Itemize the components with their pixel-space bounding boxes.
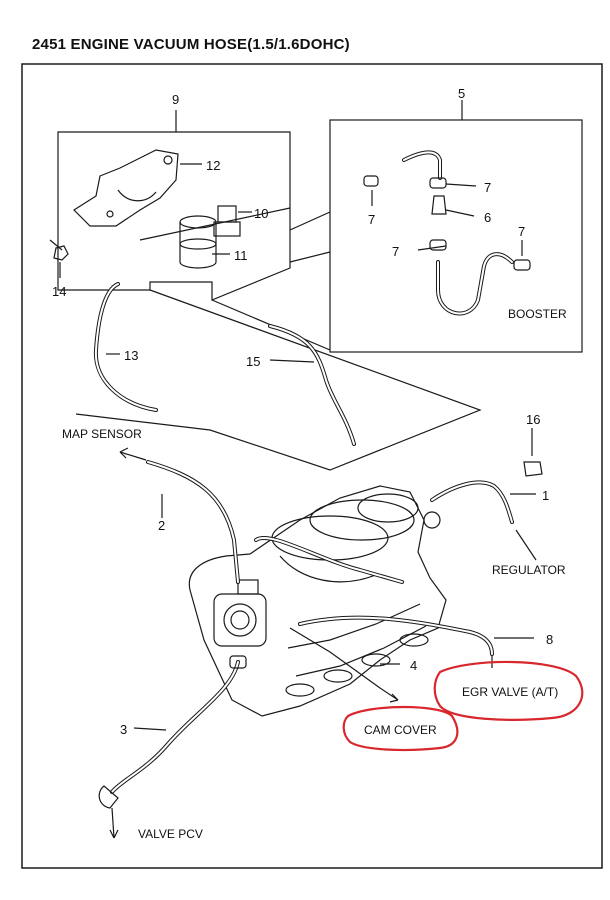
callout-8: 8 — [546, 632, 553, 647]
callout-11: 11 — [234, 248, 248, 263]
valve-pcv-label: VALVE PCV — [138, 827, 203, 841]
clip-part-16 — [523, 428, 543, 477]
egr-valve-label: EGR VALVE (A/T) — [462, 685, 558, 699]
diagram-title: 2451 ENGINE VACUUM HOSE(1.5/1.6DOHC) — [32, 36, 350, 53]
callout-13: 13 — [124, 348, 138, 363]
solenoid-part-10 — [213, 205, 241, 237]
callout-14: 14 — [52, 284, 66, 299]
callout-15: 15 — [246, 354, 260, 369]
callout-3: 3 — [120, 722, 127, 737]
hose-part-8 — [298, 615, 534, 668]
map-sensor-label: MAP SENSOR — [62, 427, 142, 441]
nut-part-14 — [49, 239, 69, 278]
callout-7c: 7 — [518, 224, 525, 239]
leader-lines — [211, 211, 331, 351]
hose-part-1 — [430, 480, 537, 561]
callout-7b: 7 — [392, 244, 399, 259]
canister-part-11 — [179, 215, 217, 269]
hose-part-4 — [254, 536, 404, 703]
callout-12: 12 — [206, 158, 220, 173]
egr-valve-highlight — [433, 660, 584, 721]
callout-4: 4 — [410, 658, 417, 673]
callout-9: 9 — [172, 92, 179, 107]
callout-7a: 7 — [484, 180, 491, 195]
cam-cover-highlight — [342, 705, 459, 752]
cam-cover-label: CAM COVER — [364, 723, 437, 737]
leader-lines-lower — [75, 289, 482, 471]
callout-2: 2 — [158, 518, 165, 533]
bracket-part-12 — [73, 149, 179, 227]
callout-6: 6 — [484, 210, 491, 225]
callout-7d: 7 — [368, 212, 375, 227]
booster-hose-assembly — [363, 150, 531, 316]
assembly-box-9 — [57, 110, 291, 301]
regulator-label: REGULATOR — [492, 563, 566, 577]
hose-part-2 — [119, 447, 240, 584]
callout-1: 1 — [542, 488, 549, 503]
diagram-frame — [21, 63, 603, 869]
hose-part-15 — [268, 324, 356, 446]
assembly-box-5 — [329, 100, 583, 353]
callout-16: 16 — [526, 412, 540, 427]
hose-part-3 — [98, 655, 247, 839]
intake-manifold — [188, 485, 447, 717]
callout-10: 10 — [254, 206, 268, 221]
callout-5: 5 — [458, 86, 465, 101]
hose-part-13 — [93, 282, 158, 412]
booster-label: BOOSTER — [508, 307, 567, 321]
